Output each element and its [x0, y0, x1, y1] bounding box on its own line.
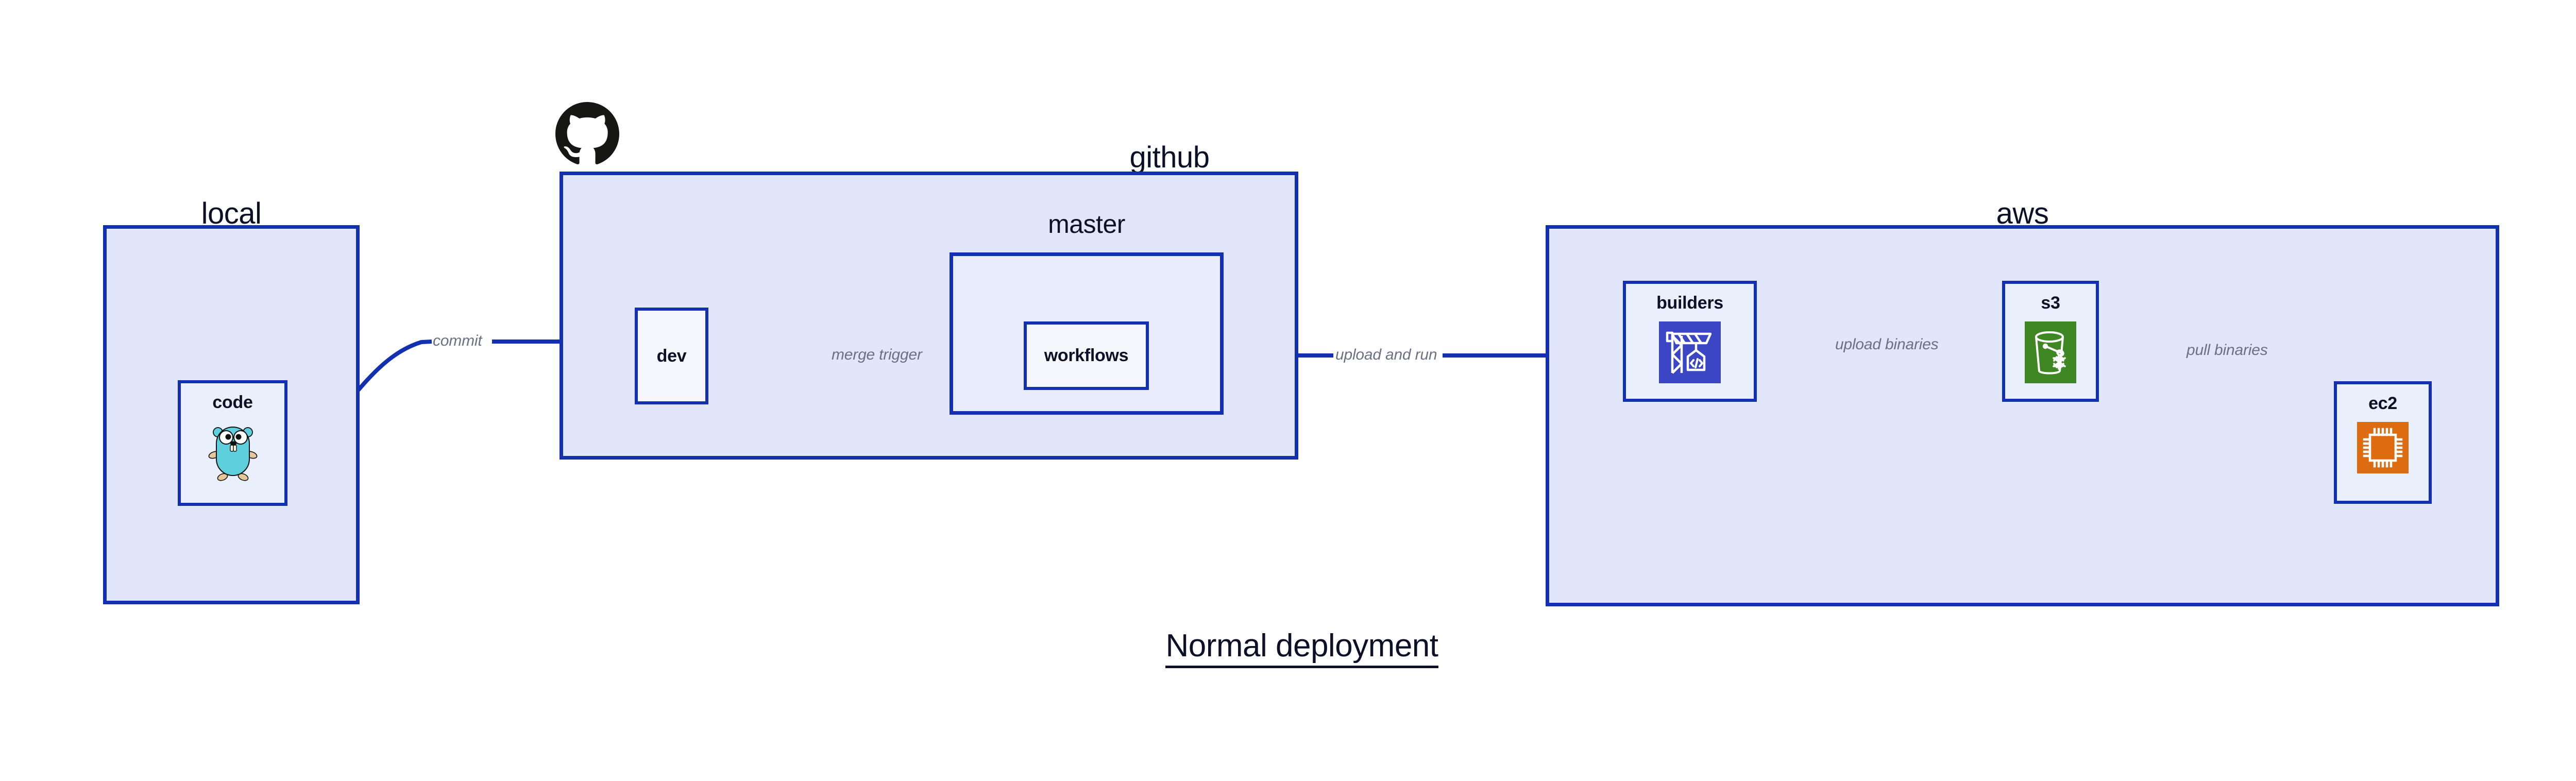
diagram-caption: Normal deployment	[0, 627, 2576, 668]
node-builders-label: builders	[1656, 293, 1723, 313]
node-code-label: code	[212, 393, 253, 412]
diagram-caption-text: Normal deployment	[1165, 628, 1438, 668]
cpu-chip-icon	[2357, 422, 2409, 476]
group-label-aws: aws	[1996, 197, 2049, 230]
node-dev[interactable]: dev	[635, 308, 708, 404]
subgroup-label-master: master	[1048, 210, 1125, 239]
crane-code-icon	[1659, 321, 1721, 386]
node-workflows[interactable]: workflows	[1024, 321, 1149, 390]
github-octocat-logo	[555, 102, 619, 166]
node-builders[interactable]: builders	[1623, 281, 1757, 402]
node-code[interactable]: code	[178, 380, 287, 506]
node-dev-label: dev	[656, 346, 687, 366]
edge-label-upload-binaries: upload binaries	[1835, 336, 1939, 353]
edge-label-upload-and-run: upload and run	[1335, 346, 1437, 363]
node-workflows-label: workflows	[1044, 346, 1129, 365]
node-ec2-label: ec2	[2368, 394, 2397, 413]
go-gopher-icon	[208, 421, 258, 484]
edge-label-pull-binaries: pull binaries	[2187, 342, 2268, 359]
node-ec2[interactable]: ec2	[2334, 381, 2432, 504]
node-s3[interactable]: s3	[2002, 281, 2099, 402]
edge-label-merge-trigger: merge trigger	[832, 346, 922, 363]
edge-label-commit: commit	[433, 332, 482, 349]
s3-bucket-glacier-icon	[2025, 321, 2076, 386]
group-label-local: local	[201, 197, 262, 230]
node-s3-label: s3	[2041, 293, 2060, 313]
group-label-github: github	[1129, 141, 1210, 174]
